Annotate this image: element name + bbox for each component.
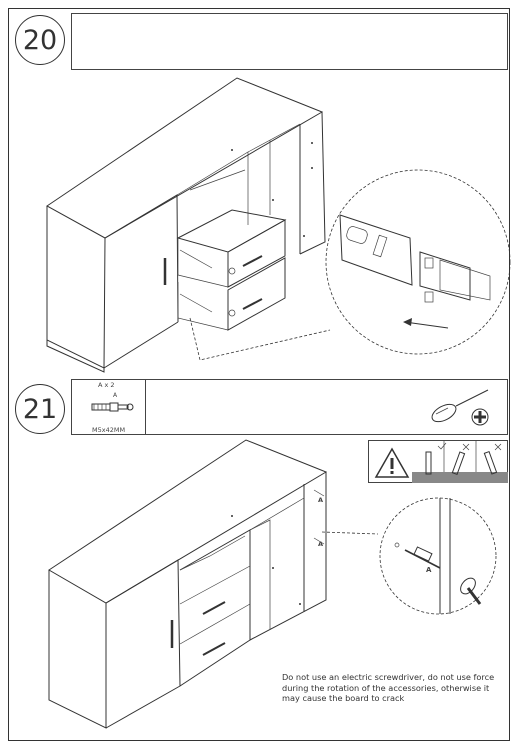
- step-20-label: 20: [22, 24, 58, 56]
- side-slot-letter-bottom: A: [318, 540, 324, 548]
- instruction-page-frame: [8, 8, 510, 741]
- screwdriver-icon: [431, 389, 489, 423]
- installation-method-icons: [412, 440, 508, 483]
- check-icon: [437, 442, 447, 450]
- step-21-label: 21: [22, 393, 58, 425]
- cross-icon: [462, 443, 470, 451]
- step-21-number: 21: [15, 384, 65, 434]
- cross-icon: [494, 443, 502, 451]
- warning-note-text: Do not use an electric screwdriver, do n…: [282, 672, 495, 703]
- step-20-number: 20: [15, 15, 65, 65]
- phillips-head-icon: [471, 408, 489, 426]
- detail-bolt-letter: A: [426, 566, 432, 574]
- step-20-header-box: [71, 13, 508, 70]
- warning-triangle-icon: [374, 447, 410, 478]
- part-quantity: A x 2: [98, 381, 115, 389]
- part-code: M5x42MM: [92, 426, 126, 434]
- cam-bolt-part-icon: [91, 402, 134, 412]
- part-letter: A: [113, 392, 118, 399]
- side-slot-letter-top: A: [318, 496, 324, 504]
